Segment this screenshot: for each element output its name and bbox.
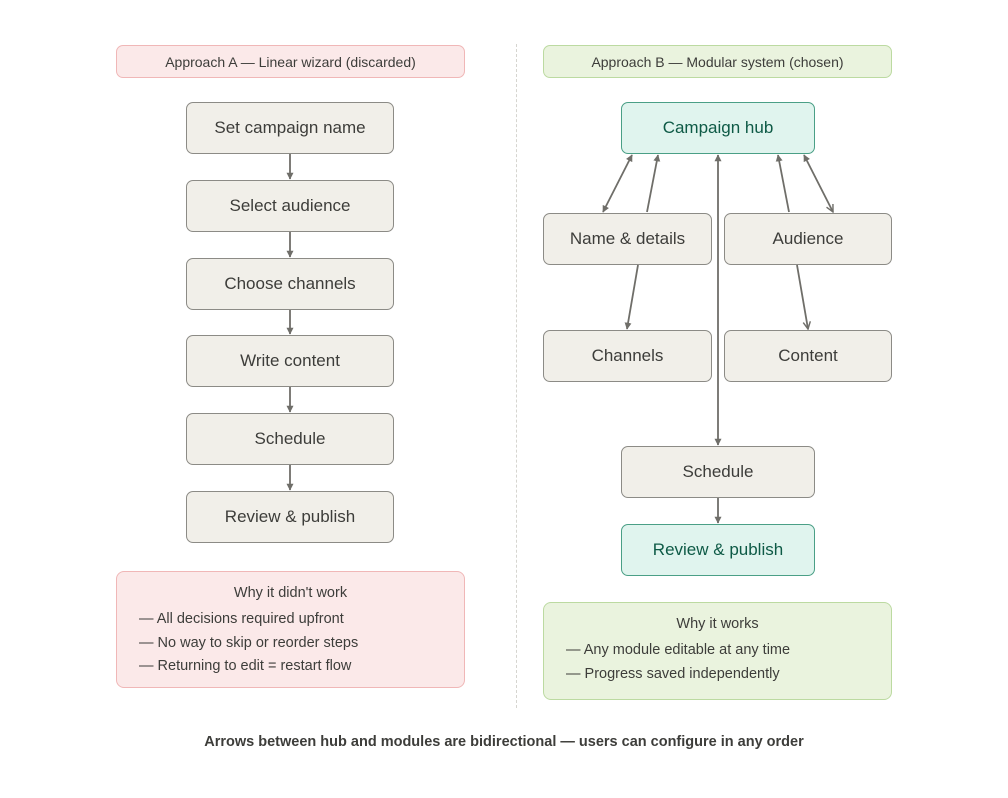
note-title: Why it works <box>676 616 759 632</box>
arrow-name-to-hub <box>646 154 661 213</box>
module-channels: Channels <box>543 330 712 382</box>
why-it-didnt-work-note: Why it didn't work — All decisions requi… <box>116 571 465 688</box>
module-content: Content <box>724 330 892 382</box>
step-choose-channels: Choose channels <box>186 258 394 310</box>
note-line: — Any module editable at any time <box>566 642 791 658</box>
arrow-audience-to-content <box>796 264 808 329</box>
step-write-content: Write content <box>186 335 394 387</box>
note-line: — All decisions required upfront <box>139 611 344 627</box>
section-divider <box>516 44 517 708</box>
arrow-hub-audience-bidir <box>803 155 834 212</box>
approach-a-banner: Approach A — Linear wizard (discarded) <box>116 45 465 78</box>
note-line: — No way to skip or reorder steps <box>139 634 359 651</box>
note-line: — Returning to edit = restart flow <box>139 658 352 674</box>
arrow-hub-name-bidir <box>602 154 633 213</box>
diagram-caption: Arrows between hub and modules are bidir… <box>204 734 804 750</box>
module-schedule: Schedule <box>621 446 815 498</box>
module-review-publish: Review & publish <box>621 524 815 576</box>
arrow-name-to-channels <box>624 264 639 330</box>
arrow-audience-to-hub <box>775 154 790 213</box>
approach-b-banner: Approach B — Modular system (chosen) <box>543 45 892 78</box>
step-set-campaign-name: Set campaign name <box>186 102 394 154</box>
why-it-works-note: Why it works — Any module editable at an… <box>543 602 892 700</box>
module-audience: Audience <box>724 213 892 265</box>
note-title: Why it didn't work <box>233 585 348 601</box>
step-review-publish: Review & publish <box>186 491 394 543</box>
note-line: — Progress saved independently <box>566 665 780 682</box>
step-schedule: Schedule <box>186 413 394 465</box>
module-name-details: Name & details <box>543 213 712 265</box>
campaign-hub-node: Campaign hub <box>621 102 815 154</box>
step-select-audience: Select audience <box>186 180 394 232</box>
